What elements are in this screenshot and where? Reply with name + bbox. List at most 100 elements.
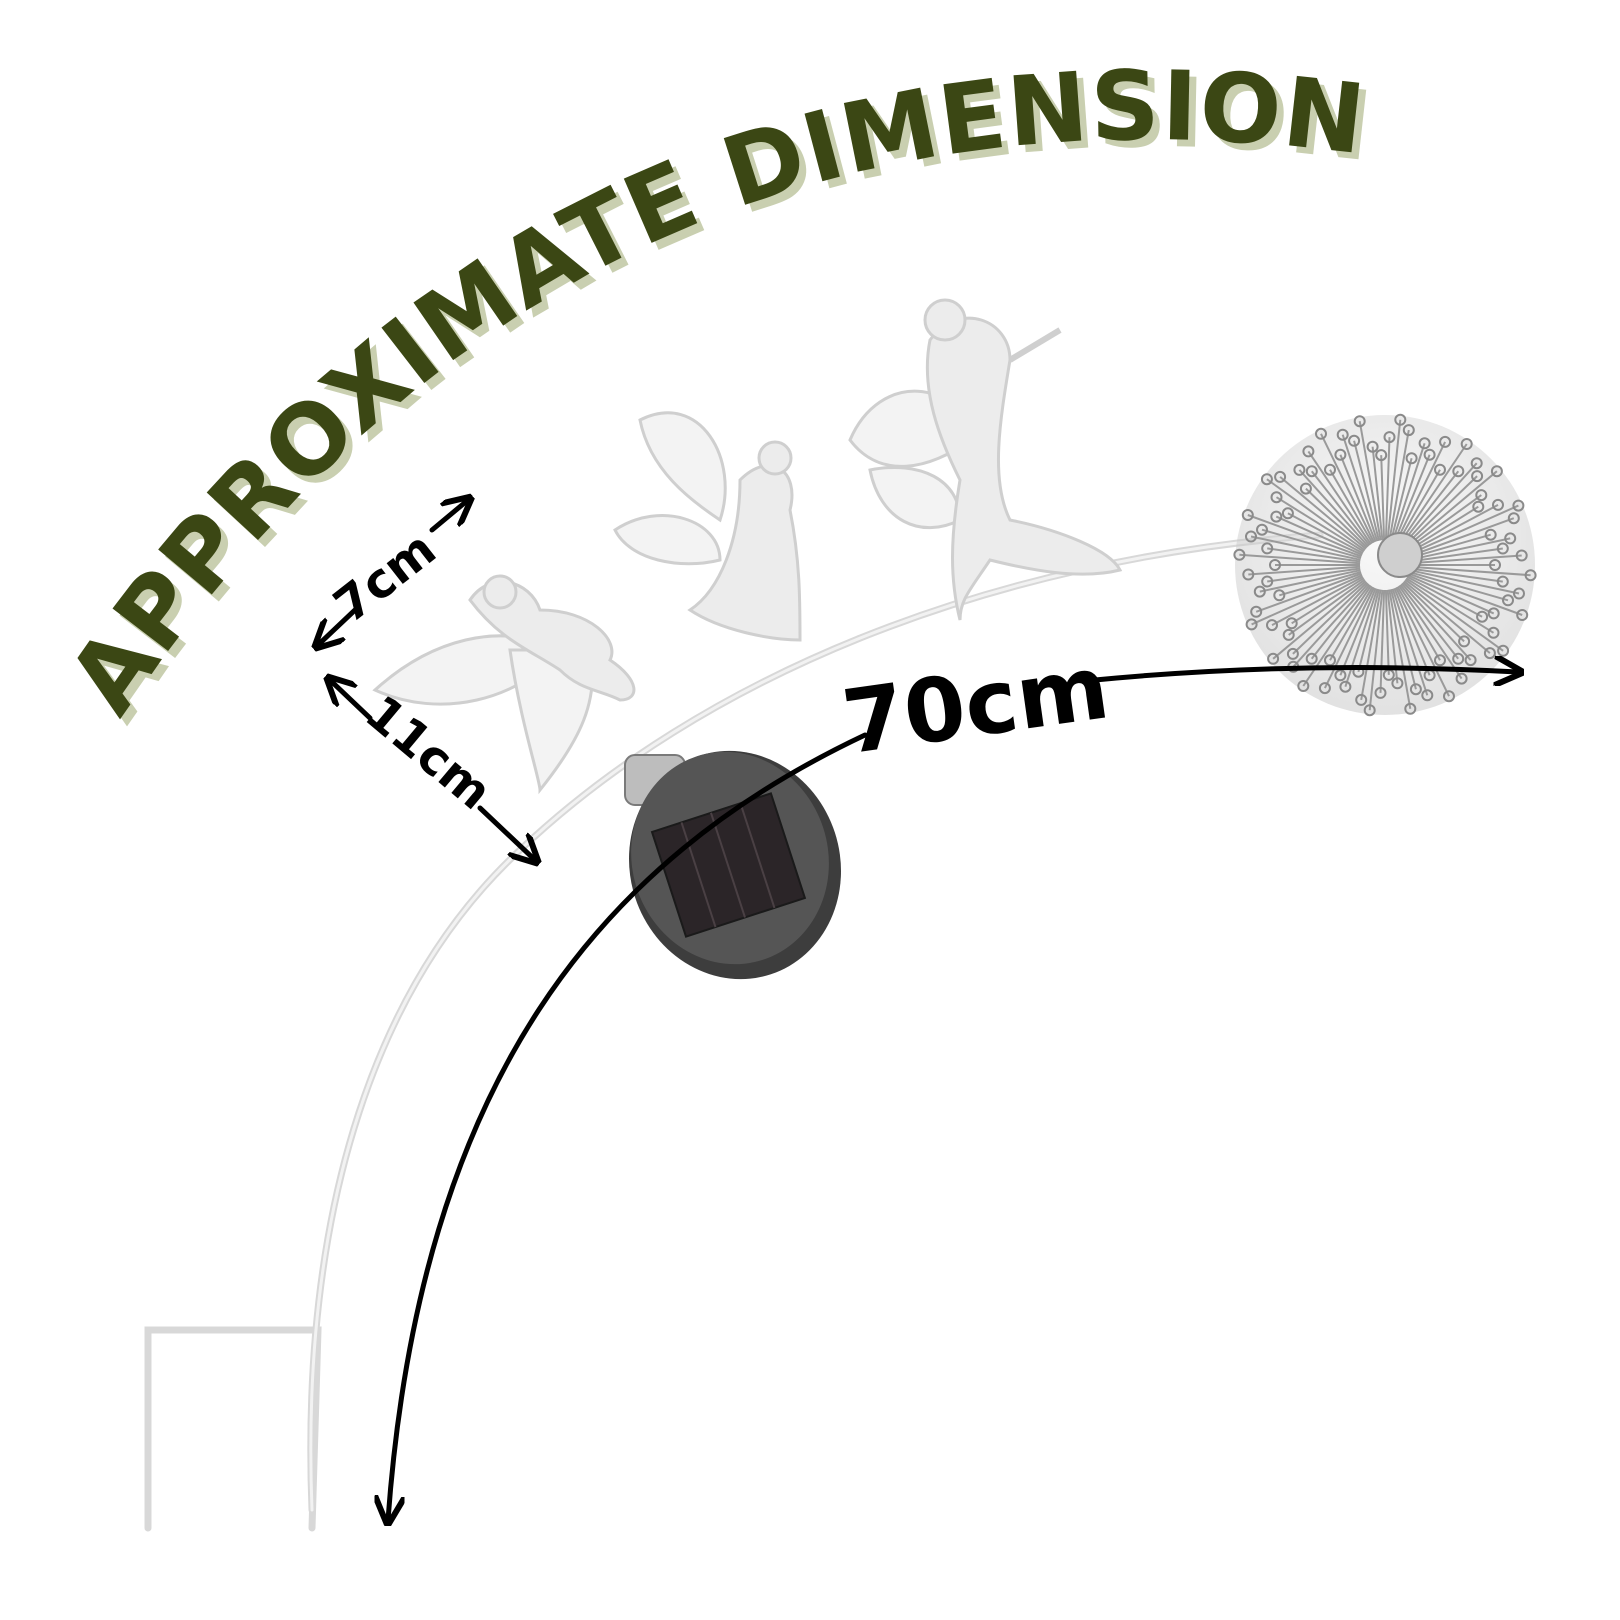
dandelion-spike	[1251, 574, 1363, 626]
dandelion-spike	[1403, 470, 1498, 550]
garden-stake	[144, 531, 1324, 1532]
dandelion-floret	[1516, 609, 1529, 621]
dandelion-floret	[1274, 470, 1287, 483]
dandelion-floret	[1452, 652, 1465, 665]
dandelion-floret	[1242, 568, 1255, 581]
dandelion-spike	[1275, 515, 1363, 556]
dandelion-floret	[1269, 559, 1281, 571]
dandelion-spike	[1405, 577, 1495, 634]
dandelion-floret	[1267, 652, 1280, 665]
dandelion-floret	[1492, 498, 1504, 511]
dandelion-floret	[1348, 434, 1361, 447]
dandelion-spike	[1402, 581, 1465, 643]
dandelion-floret	[1515, 549, 1528, 562]
arrow-11cm-upper	[330, 680, 373, 721]
dandelion-floret	[1305, 465, 1318, 478]
dandelion-spike	[1409, 537, 1511, 561]
dandelion-spike	[1329, 469, 1374, 544]
dandelion-light-ball	[1233, 413, 1537, 717]
dandelion-spike	[1353, 440, 1380, 541]
dandelion-spike	[1247, 514, 1362, 558]
dandelion-floret	[1245, 530, 1257, 543]
dandelion-spike	[1329, 586, 1374, 661]
dandelion-floret	[1524, 569, 1537, 582]
fairy-figure-middle	[613, 411, 802, 642]
dandelion-floret	[1502, 594, 1514, 607]
dandelion-floret	[1484, 528, 1497, 541]
dandelion-floret	[1261, 575, 1274, 588]
dandelion-floret	[1404, 702, 1417, 715]
dandelion-spike	[1408, 517, 1515, 558]
title-text: APPROXIMATE DIMENSIONS	[0, 0, 1370, 733]
dandelion-floret	[1366, 440, 1379, 453]
dandelion-floret	[1470, 457, 1483, 470]
dandelion-floret	[1504, 532, 1517, 545]
dandelion-floret	[1421, 689, 1434, 702]
dandelion-spike	[1409, 554, 1522, 565]
arrow-70cm-upper	[1092, 667, 1518, 680]
solar-panel-unit	[624, 750, 841, 980]
dandelion-floret	[1256, 523, 1268, 536]
dandelion-spike	[1368, 589, 1384, 711]
dandelion-spike	[1406, 504, 1499, 555]
dandelion-spike	[1357, 589, 1380, 672]
dandelion-spike	[1395, 441, 1446, 543]
dandelion-floret	[1434, 654, 1446, 667]
dandelion-spike	[1388, 589, 1412, 709]
dandelion-spike	[1344, 588, 1379, 688]
dandelion-spike	[1384, 589, 1390, 675]
dandelion-spike	[1324, 587, 1375, 689]
dandelion-floret	[1285, 617, 1298, 630]
dandelion-floret	[1334, 669, 1347, 682]
dandelion-spike	[1396, 469, 1441, 544]
dandelion-floret	[1250, 605, 1263, 618]
dandelion-floret	[1315, 427, 1327, 440]
dandelion-spike	[1292, 581, 1368, 655]
fairy-figure-left	[372, 574, 636, 795]
dandelion-floret	[1418, 437, 1431, 450]
dandelion-floret	[1305, 652, 1318, 665]
dandelion-spikes	[1233, 413, 1537, 717]
dandelion-floret	[1270, 491, 1283, 504]
dandelion-spike	[1399, 470, 1460, 546]
dandelion-spike	[1271, 575, 1364, 626]
dandelion-spike	[1408, 570, 1509, 602]
dandelion-floret	[1402, 424, 1415, 437]
dandelion-spike	[1409, 547, 1503, 563]
dandelion-floret	[1460, 438, 1473, 450]
dandelion-floret	[1464, 654, 1477, 667]
arrow-7cm-upper	[429, 500, 468, 533]
dandelion-floret	[1507, 512, 1520, 525]
arrow-70cm-lower	[388, 732, 868, 1520]
dandelion-spike	[1272, 580, 1367, 660]
dandelion-floret	[1273, 589, 1286, 602]
dandelion-spike	[1341, 434, 1379, 542]
dandelion-spike	[1400, 582, 1472, 661]
dandelion-spike	[1255, 572, 1362, 613]
dandelion-spike	[1409, 567, 1503, 583]
dandelion-spike	[1279, 570, 1362, 597]
dandelion-spike	[1404, 578, 1504, 652]
dandelion-spike	[1360, 589, 1382, 701]
dandelion-floret	[1394, 413, 1407, 426]
dandelion-floret	[1476, 610, 1489, 623]
dandelion-spike	[1390, 589, 1417, 690]
dandelion-floret	[1452, 465, 1465, 478]
dandelion-floret	[1409, 683, 1422, 696]
dandelion-floret	[1233, 548, 1246, 561]
dandelion-spike	[1379, 589, 1386, 693]
dandelion-spike	[1339, 454, 1377, 543]
label-70cm: 70cm	[837, 635, 1115, 774]
dandelion-spike	[1403, 580, 1491, 654]
dandelion-spike	[1311, 470, 1371, 546]
dandelion-spike	[1267, 547, 1361, 563]
stake-base-leg	[144, 1326, 322, 1532]
dandelion-floret	[1245, 618, 1258, 631]
dandelion-floret	[1483, 647, 1496, 660]
dandelion-spike	[1250, 535, 1361, 561]
arrow-7cm-lower	[318, 607, 358, 645]
dandelion-spike	[1398, 585, 1463, 680]
dandelion-spike	[1307, 450, 1372, 545]
dandelion-floret	[1443, 690, 1455, 703]
dandelion-spike	[1400, 462, 1478, 548]
